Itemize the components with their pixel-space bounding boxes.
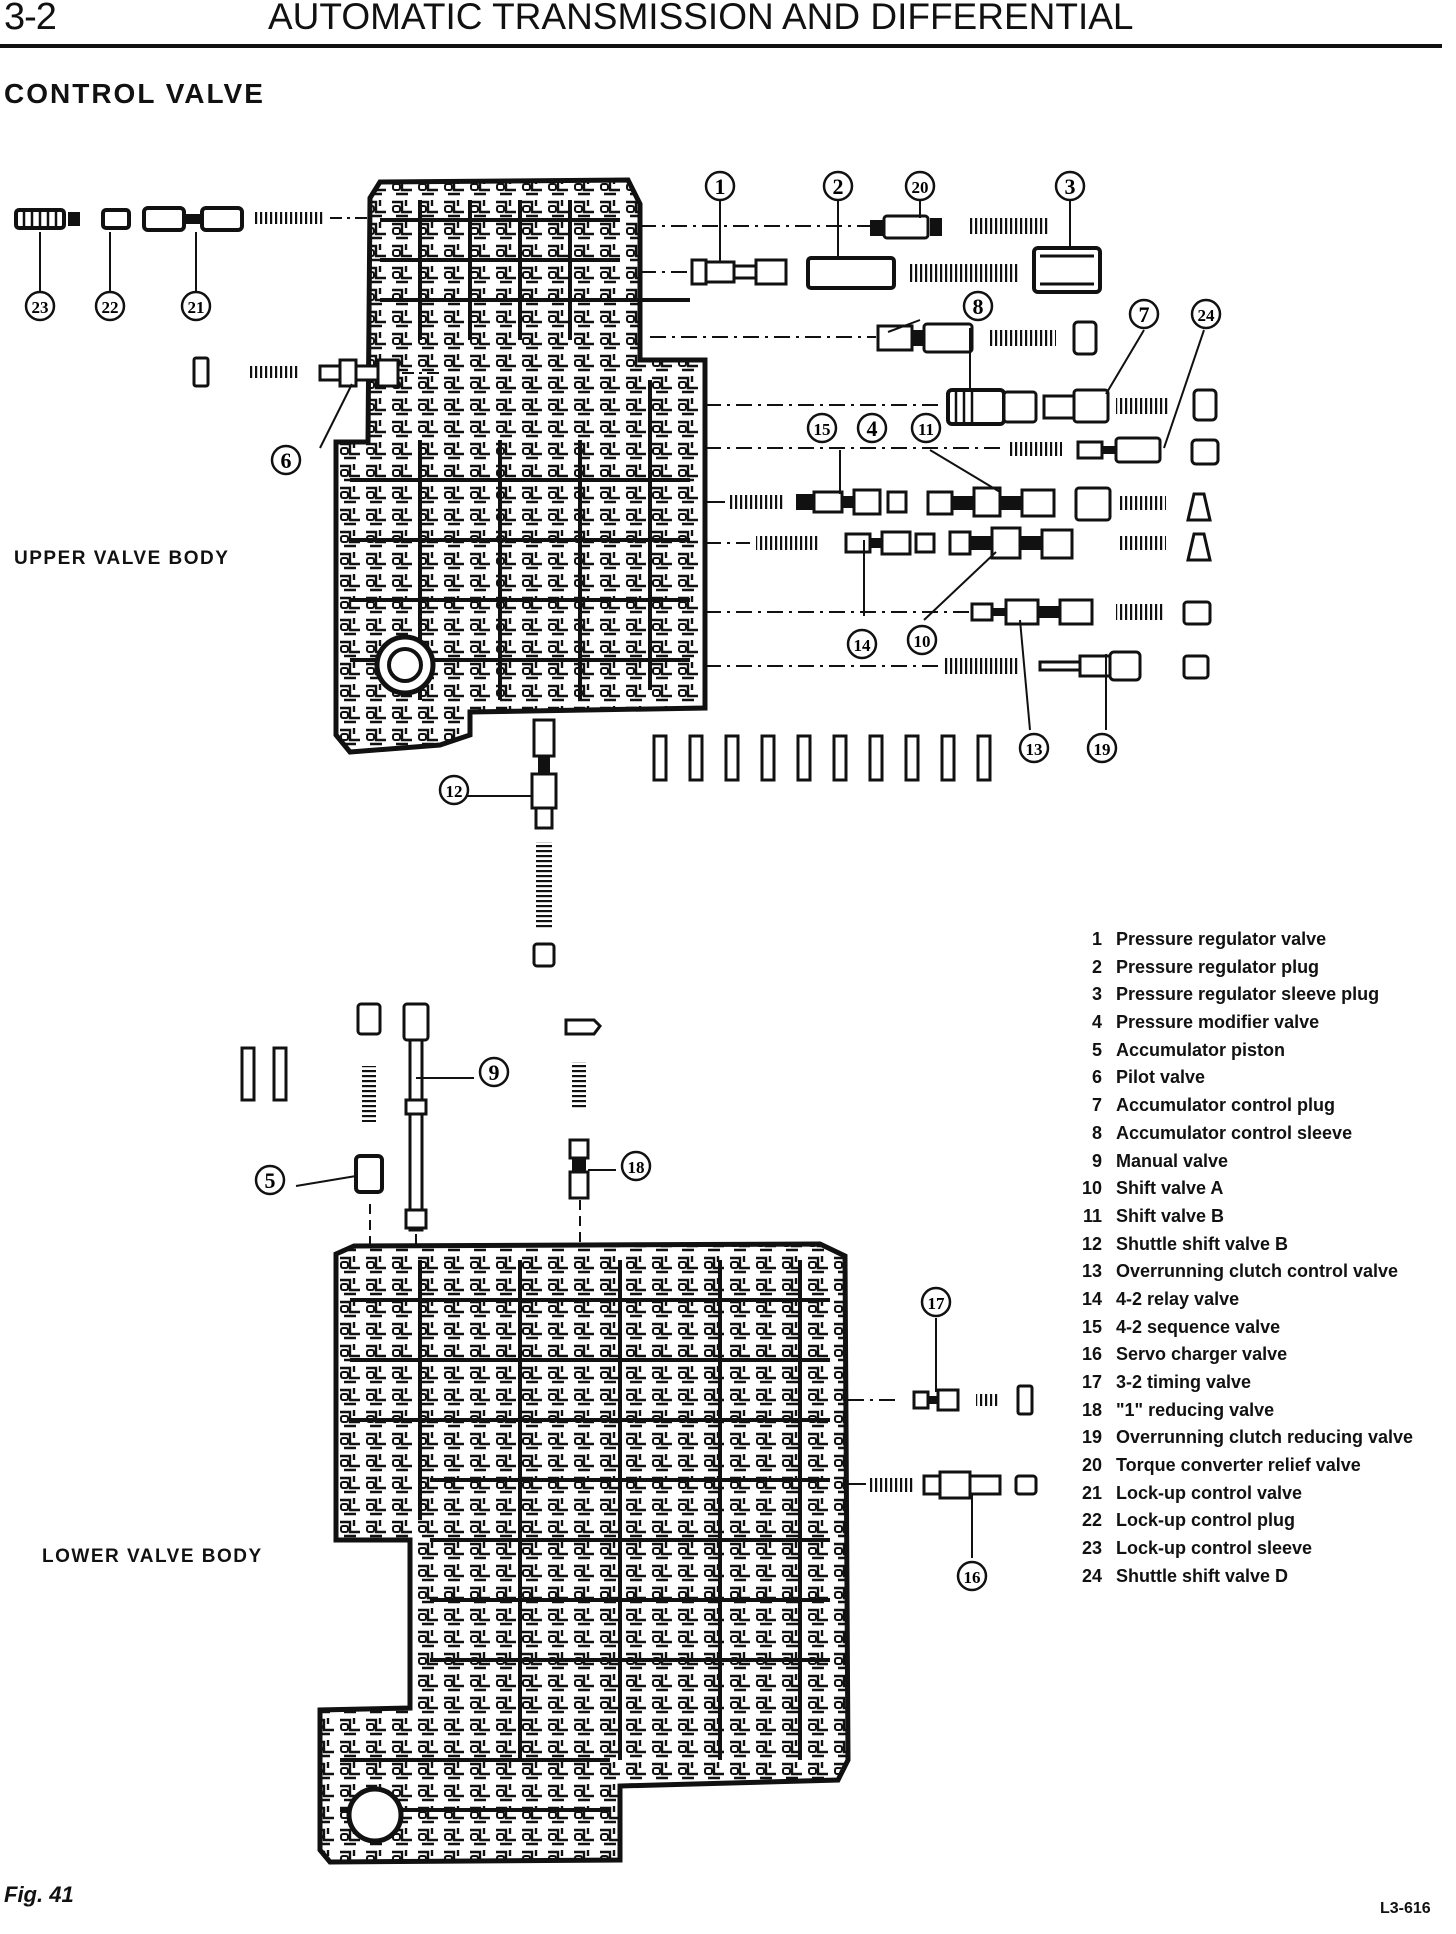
svg-text:19: 19 [1094,740,1111,759]
svg-text:13: 13 [1026,740,1043,759]
header-rule [0,44,1442,48]
figure-code: L3-616 [1380,1900,1431,1917]
svg-text:5: 5 [265,1168,276,1193]
callout-24: 24 [1190,298,1222,330]
svg-text:24: 24 [1198,306,1216,325]
callout-markers: 1 2 20 3 23 22 21 8 7 24 15 4 11 6 14 10… [24,170,1222,1592]
svg-text:21: 21 [188,298,205,317]
svg-text:14: 14 [854,636,872,655]
svg-text:12: 12 [446,782,463,801]
svg-text:17: 17 [928,1294,946,1313]
svg-text:7: 7 [1139,302,1150,327]
shuttle-shift-valve-b-parts [530,718,558,968]
leader-lines [39,200,1205,1558]
callout-10: 10 [906,624,938,656]
callout-13: 13 [1018,732,1050,764]
upper-valve-body-label: UPPER VALVE BODY [14,548,230,569]
page-number: 3-2 [4,0,57,38]
svg-text:1: 1 [715,174,726,199]
callout-20: 20 [904,170,936,202]
callout-14: 14 [846,628,878,660]
svg-text:22: 22 [102,298,119,317]
callout-3: 3 [1054,170,1086,202]
lower-right-parts [848,1384,1038,1500]
lower-top-parts [354,1002,602,1250]
retainer-pins [240,734,992,1102]
svg-text:16: 16 [964,1568,981,1587]
callout-22: 22 [94,290,126,322]
svg-text:3: 3 [1065,174,1076,199]
lower-valve-body [317,1241,851,1865]
svg-text:18: 18 [628,1158,645,1177]
callout-8: 8 [962,290,994,322]
callout-21: 21 [180,290,212,322]
figure-label: Fig. 41 [4,1882,74,1907]
svg-text:4: 4 [867,416,878,441]
lower-valve-body-label: LOWER VALVE BODY [42,1546,263,1567]
svg-text:20: 20 [912,178,929,197]
chapter-title: AUTOMATIC TRANSMISSION AND DIFFERENTIAL [268,0,1134,37]
section-title: CONTROL VALVE [4,78,265,109]
callout-16: 16 [956,1560,988,1592]
callout-15: 15 [806,412,838,444]
svg-text:9: 9 [489,1060,500,1085]
legend-item: 18"1" reducing valve [1081,1399,1275,1420]
svg-text:6: 6 [281,448,292,473]
callout-19: 19 [1086,732,1118,764]
callout-9: 9 [478,1056,510,1088]
callout-1: 1 [704,170,736,202]
pilot-valve-parts [192,356,442,388]
callout-5: 5 [254,1164,286,1196]
callout-11: 11 [910,412,942,444]
callout-17: 17 [920,1286,952,1318]
svg-text:11: 11 [918,420,934,439]
callout-6: 6 [270,444,302,476]
callout-18: 18 [620,1150,652,1182]
svg-text:10: 10 [914,632,931,651]
callout-7: 7 [1128,298,1160,330]
svg-text:23: 23 [32,298,49,317]
upper-right-parts [640,214,1220,682]
lock-up-parts [14,206,368,232]
callout-4: 4 [856,412,888,444]
svg-text:8: 8 [973,294,984,319]
callout-12: 12 [438,774,470,806]
callout-2: 2 [822,170,854,202]
svg-text:15: 15 [814,420,831,439]
upper-valve-body [333,177,708,755]
callout-23: 23 [24,290,56,322]
svg-text:2: 2 [833,174,844,199]
